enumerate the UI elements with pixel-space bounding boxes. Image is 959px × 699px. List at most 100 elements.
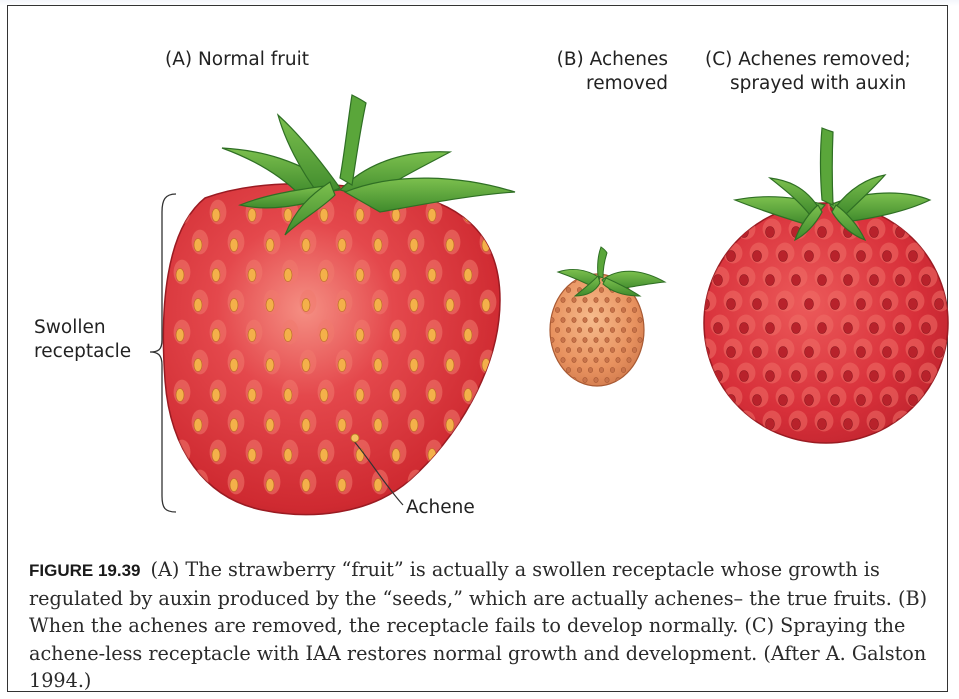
achene-dot [248,329,256,342]
achene-dot [212,449,220,462]
achene-dot [805,395,814,406]
achene-dot [302,299,310,312]
achene-halo [462,200,479,225]
achene-halo [174,440,191,465]
achene-dot [583,297,587,302]
achene-dot [605,297,609,302]
achene-dot [482,479,490,492]
achene-dot [818,419,827,430]
achene-dot [356,449,364,462]
achene-halo [932,243,951,264]
achene-dot [621,307,625,312]
achene-dot [740,227,749,238]
achene-dot [727,251,736,262]
panel-b-label-line2: removed [548,72,668,96]
achene-dot [588,347,592,352]
achene-dot [701,203,710,214]
achene-dot [792,419,801,430]
achene-dot [714,275,723,286]
achene-dot [779,395,788,406]
achene-dot [230,239,238,252]
achene-dot [831,251,840,262]
achene-dot [740,275,749,286]
achene-dot [594,297,598,302]
achene-dot [753,395,762,406]
achene-dot [627,297,631,302]
achene-dot [266,479,274,492]
achene-dot [627,377,631,382]
achene-dot [555,287,559,292]
achene-dot [464,269,472,282]
achene-dot [338,419,346,432]
achene-dot [753,299,762,310]
achene-dot [818,323,827,334]
achene-dot [638,297,642,302]
achene-dot [632,307,636,312]
achene-dot [740,371,749,382]
achene-dot [605,357,609,362]
achene-dot [610,347,614,352]
achene-dot [194,419,202,432]
achene-dot [555,307,559,312]
achene-dot [831,395,840,406]
achene-dot [338,359,346,372]
achene-dot [577,347,581,352]
achene-dot [766,371,775,382]
achene-halo [698,243,717,264]
achene-dot [922,323,931,334]
achene-dot [935,203,944,214]
achene-dot [627,317,631,322]
achene-dot [594,317,598,322]
achene-dot [599,347,603,352]
achene-dot [594,357,598,362]
achene-dot [805,347,814,358]
achene-dot [566,287,570,292]
achene-dot [844,371,853,382]
achene-dot [550,377,554,382]
achene-dot [446,299,454,312]
figure-caption: FIGURE 19.39(A) The strawberry “fruit” i… [29,556,934,695]
achene-dot [176,329,184,342]
achene-dot [230,419,238,432]
achene-dot [561,377,565,382]
achene-dot [266,359,274,372]
achene-dot [446,239,454,252]
achene-dot [870,371,879,382]
achene-dot [284,209,292,222]
achene-dot [446,359,454,372]
achene-dot [550,357,554,362]
achene-dot [621,327,625,332]
achene-dot [284,329,292,342]
achene-dot [857,347,866,358]
achene-dot [194,479,202,492]
achene-dot [922,371,931,382]
achene-dot [392,449,400,462]
achene-dot [896,323,905,334]
achene-dot [638,337,642,342]
achene-dot [740,419,749,430]
achene-dot [701,251,710,262]
achene-halo [480,470,497,495]
achene-dot [374,479,382,492]
achene-dot [583,317,587,322]
achene-dot [194,299,202,312]
achene-dot [922,227,931,238]
achene-dot [935,395,944,406]
achene-dot [638,317,642,322]
achene-dot [446,479,454,492]
achene-dot [857,299,866,310]
achene-dot [727,299,736,310]
achene-dot [374,299,382,312]
achene-dot [616,357,620,362]
achene-dot [320,329,328,342]
achene-dot [356,269,364,282]
caption-text: (A) The strawberry “fruit” is actually a… [29,558,927,692]
achene-dot [632,347,636,352]
achene-dot [588,327,592,332]
panel-a-label: (A) Normal fruit [165,48,309,72]
achene-dot [410,479,418,492]
achene-dot [779,347,788,358]
achene-dot [566,347,570,352]
achene-dot [410,239,418,252]
achene-dot [555,347,559,352]
